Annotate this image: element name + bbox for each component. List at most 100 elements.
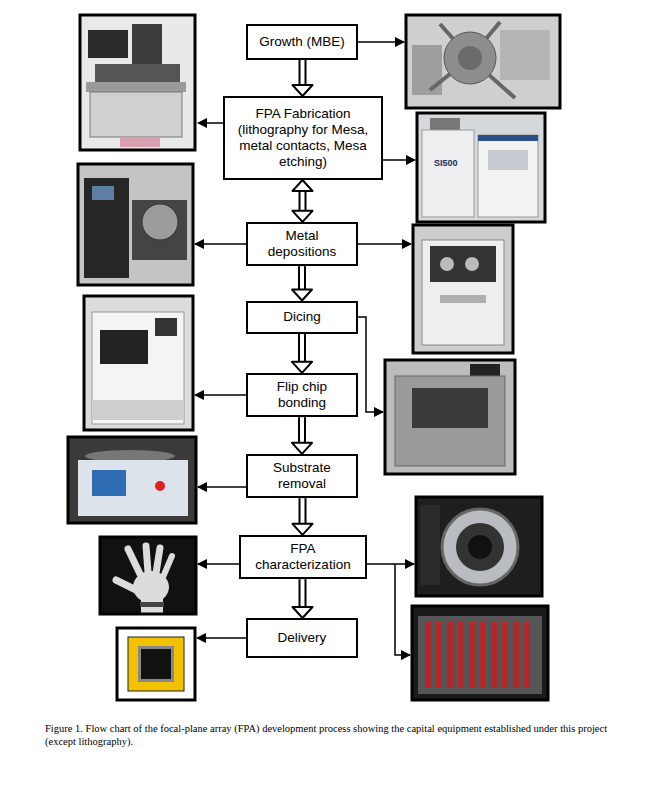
metal-evaporator-photo-part bbox=[142, 204, 178, 240]
readout-electronics-photo bbox=[412, 606, 548, 700]
arrow-head bbox=[292, 290, 312, 301]
leader-arrows-part bbox=[198, 563, 239, 565]
mask-aligner-photo-part bbox=[132, 24, 162, 64]
process-box: FPA characterization bbox=[239, 535, 367, 579]
readout-electronics-photo-part bbox=[447, 622, 453, 688]
mask-aligner-photo bbox=[80, 15, 195, 150]
thermal-hand-image-part bbox=[146, 546, 148, 572]
process-box: FPA Fabrication (lithography for Mesa, m… bbox=[223, 96, 383, 180]
arrow-shaft-outline bbox=[299, 579, 307, 608]
label-holder: SI500 bbox=[434, 158, 458, 168]
caption-holder: Figure 1. Flow chart of the focal-plane … bbox=[45, 722, 611, 748]
arrow-head bbox=[293, 211, 313, 222]
thermal-hand-image-part bbox=[141, 598, 163, 614]
thermal-hand-image-part bbox=[140, 602, 164, 607]
leader-arrows-part bbox=[367, 563, 414, 565]
ir-camera-photo-part bbox=[420, 505, 440, 585]
sputter-system-photo-part bbox=[413, 225, 513, 353]
process-box: Flip chip bonding bbox=[246, 373, 358, 417]
figure-caption: Figure 1. Flow chart of the focal-plane … bbox=[45, 722, 611, 748]
readout-electronics-photo-part bbox=[513, 622, 519, 688]
process-box: Growth (MBE) bbox=[246, 24, 358, 60]
etcher-photo-part bbox=[417, 113, 545, 222]
mask-aligner-photo-part bbox=[90, 92, 182, 137]
sputter-system-photo-part bbox=[430, 246, 496, 282]
readout-electronics-photo-part bbox=[436, 622, 442, 688]
mask-aligner-photo-part bbox=[80, 15, 195, 150]
leader-arrows-part bbox=[358, 243, 411, 245]
thermal-hand-image-part bbox=[128, 549, 140, 574]
readout-electronics-photo-part bbox=[480, 622, 486, 688]
box-label: FPA Fabrication (lithography for Mesa, m… bbox=[237, 106, 369, 171]
mbe-system-photo-part bbox=[500, 30, 550, 80]
leader-arrows-part bbox=[358, 317, 383, 412]
thermal-hand-image bbox=[100, 537, 196, 614]
box-label: Substrate removal bbox=[254, 460, 350, 492]
thermal-hand-image-part bbox=[100, 537, 196, 614]
ir-camera-photo bbox=[416, 497, 542, 596]
sputter-system-photo-part bbox=[422, 240, 504, 345]
metal-evaporator-photo bbox=[78, 164, 193, 285]
flow-arrow bbox=[293, 498, 313, 535]
leader-arrows-part bbox=[197, 637, 246, 639]
sputter-system-photo-part bbox=[465, 257, 479, 271]
flip-chip-bonder-photo-part bbox=[470, 364, 500, 376]
readout-electronics-photo-part bbox=[491, 622, 497, 688]
metal-evaporator-photo-part bbox=[92, 186, 114, 200]
sputter-system-photo-part bbox=[413, 225, 513, 353]
arrow-head bbox=[293, 85, 313, 96]
polisher-photo-part bbox=[68, 437, 196, 523]
flip-chip-bonder-photo-part bbox=[385, 360, 515, 474]
mask-aligner-photo-part bbox=[80, 15, 195, 150]
process-box: Delivery bbox=[246, 618, 358, 658]
arrow-shaft-outline bbox=[298, 334, 306, 363]
sputter-system-photo bbox=[413, 225, 513, 353]
leader-arrows-part bbox=[395, 564, 410, 655]
flow-arrow bbox=[292, 266, 312, 300]
process-box: Metal depositions bbox=[246, 222, 358, 266]
dicing-saw-photo-part bbox=[84, 296, 193, 430]
box-label: Growth (MBE) bbox=[259, 34, 345, 50]
fpa-chip-photo bbox=[117, 628, 195, 700]
mbe-system-photo-part bbox=[406, 15, 560, 108]
dicing-saw-photo-part bbox=[84, 296, 193, 430]
thermal-hand-image-part bbox=[100, 537, 196, 614]
mbe-system-photo-part bbox=[406, 15, 560, 108]
readout-electronics-photo-part bbox=[425, 622, 431, 688]
sputter-system-photo-part bbox=[440, 295, 486, 303]
arrow-head bbox=[292, 362, 312, 373]
leader-arrows-part bbox=[383, 159, 415, 161]
arrow-shaft-inner bbox=[300, 417, 304, 444]
etcher-photo-part bbox=[417, 113, 545, 222]
ir-camera-photo-part bbox=[456, 523, 504, 571]
leader-arrows-part bbox=[198, 486, 246, 488]
fpa-chip-photo-part bbox=[117, 628, 195, 700]
leader-arrows bbox=[195, 42, 415, 655]
dicing-saw-photo bbox=[84, 296, 193, 430]
arrow-head bbox=[292, 443, 312, 454]
arrow-shaft-inner bbox=[301, 60, 305, 86]
arrow-head bbox=[293, 180, 313, 191]
etcher-photo bbox=[417, 113, 545, 222]
readout-electronics-photo-part bbox=[524, 622, 530, 688]
mask-aligner-photo-part bbox=[120, 137, 160, 147]
readout-electronics-photo-part bbox=[412, 606, 548, 700]
readout-electronics-photo-part bbox=[458, 622, 464, 688]
polisher-photo-part bbox=[92, 470, 126, 496]
fpa-chip-photo-part bbox=[128, 637, 184, 691]
leader-arrows-part bbox=[195, 394, 246, 396]
polisher-photo-part bbox=[155, 481, 165, 491]
dicing-saw-photo-part bbox=[92, 312, 184, 424]
ir-camera-photo-part bbox=[468, 535, 492, 559]
metal-evaporator-photo-part bbox=[132, 200, 187, 260]
ir-camera-photo-part bbox=[442, 509, 518, 585]
arrow-shaft-inner bbox=[301, 579, 305, 608]
etcher-photo-part bbox=[430, 118, 460, 130]
dicing-saw-photo-part bbox=[155, 318, 177, 336]
arrow-shaft-inner bbox=[301, 498, 305, 525]
etcher-photo-part bbox=[488, 150, 528, 170]
fpa-chip-photo-part bbox=[117, 628, 195, 700]
ir-camera-photo-part bbox=[416, 497, 542, 596]
arrow-shaft-inner bbox=[301, 190, 305, 212]
etcher-photo-part bbox=[478, 135, 538, 217]
